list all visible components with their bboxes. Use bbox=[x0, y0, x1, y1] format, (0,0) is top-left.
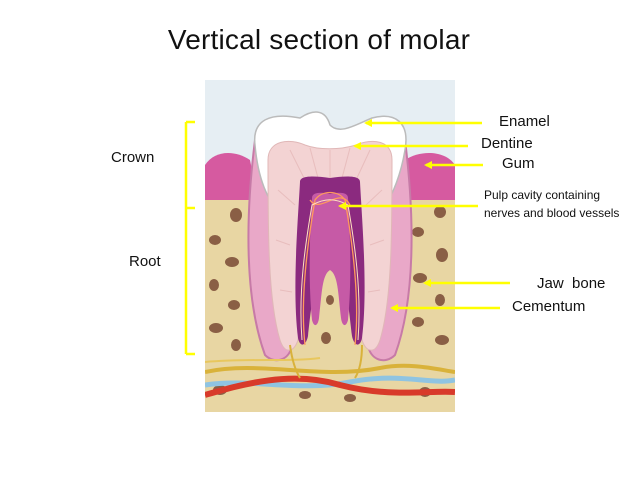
pulp-cavity-label: Pulp cavity containing nerves and blood … bbox=[484, 188, 620, 220]
root-label: Root bbox=[129, 253, 161, 270]
enamel-label: Enamel bbox=[499, 113, 550, 130]
bone-pores bbox=[209, 176, 449, 402]
pointer-lines bbox=[340, 121, 510, 310]
dentine-tubules bbox=[275, 147, 385, 293]
pointer-arrowheads bbox=[338, 119, 432, 312]
diagram-title: Vertical section of molar bbox=[167, 24, 471, 55]
jaw-bone-label: Jaw bone bbox=[537, 275, 606, 292]
gum-label: Gum bbox=[502, 155, 535, 172]
pulp-vessels bbox=[300, 199, 360, 341]
crown-label: Crown bbox=[111, 149, 155, 166]
gum-left bbox=[205, 153, 258, 200]
crown-root-bracket bbox=[184, 120, 195, 356]
jaw-vessels bbox=[205, 344, 455, 398]
dentine-label: Dentine bbox=[481, 135, 533, 152]
pulp-core bbox=[309, 192, 351, 326]
pulp-nerves bbox=[302, 191, 358, 346]
cementum-label: Cementum bbox=[512, 298, 586, 315]
tooth-illustration bbox=[205, 80, 455, 412]
